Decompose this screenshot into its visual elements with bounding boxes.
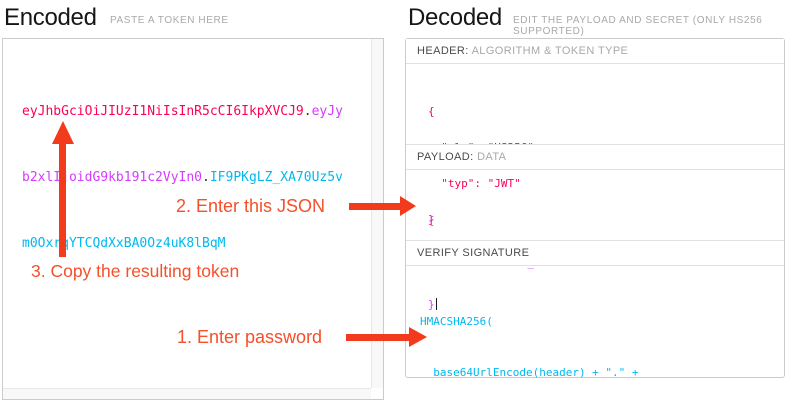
decoded-panel-title: Decoded (408, 4, 502, 31)
arrow-right-json-shaft (349, 203, 401, 210)
arrow-right-password-shaft (346, 334, 410, 341)
token-separator-dot: . (303, 104, 312, 119)
code-line: } (428, 298, 784, 312)
token-line: eyJhbGciOiJIUzI1NiIsInR5cCI6IkpXVCJ9.eyJ… (22, 101, 371, 123)
verify-signature-label: VERIFY SIGNATURE (417, 247, 530, 259)
payload-section-detail: DATA (477, 151, 507, 163)
payload-section-label: PAYLOAD: (417, 151, 474, 163)
vertical-scrollbar-track[interactable] (371, 39, 383, 388)
code-line: { (428, 105, 435, 118)
token-payload-segment: b2xlIjoidG9kb191c2VyIn0 (22, 170, 203, 185)
verify-signature-bar: VERIFY SIGNATURE (406, 240, 784, 266)
payload-section-bar: PAYLOAD: DATA (406, 144, 784, 170)
header-section-detail: ALGORITHM & TOKEN TYPE (471, 45, 629, 57)
code-line: "typ": "JWT" (428, 177, 521, 190)
header-section-label: HEADER: (417, 45, 469, 57)
signature-area: HMACSHA256( base64UrlEncode(header) + ".… (406, 266, 784, 411)
decoded-box: HEADER: ALGORITHM & TOKEN TYPE { "alg": … (405, 38, 785, 379)
token-line: m0OxrqYTCQdXxBA0Oz4uK8lBqM (22, 233, 371, 255)
annotation-step2: 2. Enter this JSON (176, 196, 326, 216)
arrow-up-icon (52, 121, 74, 144)
arrow-up-shaft (59, 143, 66, 257)
signature-code-line: base64UrlEncode(header) + "." + (420, 366, 639, 379)
code-line: } (428, 213, 435, 226)
code-line-text: } (428, 298, 435, 311)
signature-code-line: HMACSHA256( (420, 315, 493, 328)
arrow-right-json-icon (400, 196, 416, 216)
arrow-right-password-icon (409, 327, 427, 347)
decoded-panel-subtitle: EDIT THE PAYLOAD AND SECRET (ONLY HS256 … (513, 15, 763, 37)
encoded-panel-title: Encoded (4, 4, 97, 31)
token-signature-segment: m0OxrqYTCQdXxBA0Oz4uK8lBqM (22, 236, 226, 251)
token-separator-dot: . (202, 170, 210, 185)
token-payload-segment: eyJy (311, 104, 343, 119)
encoded-token-editor[interactable]: eyJhbGciOiJIUzI1NiIsInR5cCI6IkpXVCJ9.eyJ… (3, 39, 371, 387)
payload-json-editor[interactable]: { "role": "todo_user" } (406, 170, 784, 311)
token-signature-segment: IF9PKgLZ_XA70Uz5v (209, 170, 343, 185)
encoded-token-box: eyJhbGciOiJIUzI1NiIsInR5cCI6IkpXVCJ9.eyJ… (2, 38, 384, 400)
header-section-bar: HEADER: ALGORITHM & TOKEN TYPE (406, 39, 784, 64)
annotation-step3: 3. Copy the resulting token (31, 261, 240, 281)
text-cursor (435, 298, 437, 310)
code-line: { (428, 214, 435, 227)
horizontal-scrollbar-track[interactable] (3, 388, 371, 399)
header-json-editor[interactable]: { "alg": "HS256", "typ": "JWT" } (406, 64, 784, 226)
token-line: b2xlIjoidG9kb191c2VyIn0.IF9PKgLZ_XA70Uz5… (22, 167, 371, 189)
encoded-panel-subtitle: PASTE A TOKEN HERE (110, 15, 229, 26)
annotation-step1: 1. Enter password (177, 327, 323, 347)
token-header-segment: eyJhbGciOiJIUzI1NiIsInR5cCI6IkpXVCJ9 (22, 104, 304, 119)
